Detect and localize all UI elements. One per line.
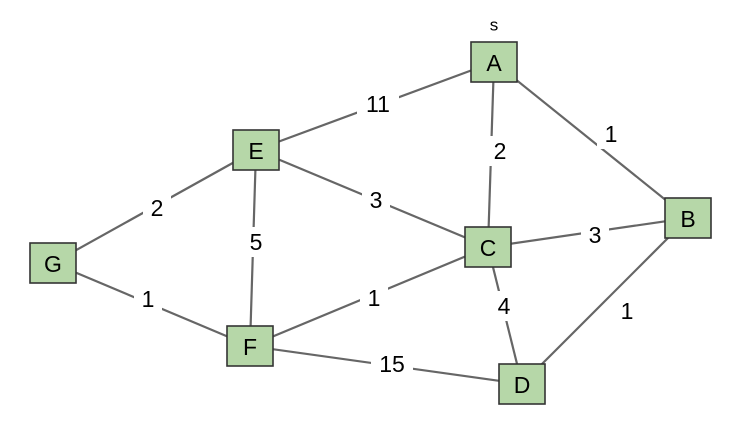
node-label-e: E xyxy=(248,138,263,164)
node-box-g xyxy=(29,242,77,284)
edge-label-gap xyxy=(490,291,518,321)
node-g: G xyxy=(29,242,77,284)
edge-weight-label-e-a: 11 xyxy=(366,91,390,117)
node-box-b xyxy=(664,197,712,239)
edge-weight-label-c-d: 4 xyxy=(498,293,511,319)
node-box-f xyxy=(226,325,274,367)
edge-label-gap xyxy=(362,185,390,215)
edge-label-gap xyxy=(613,296,641,326)
node-box-d xyxy=(498,363,546,405)
node-d: D xyxy=(498,363,546,405)
node-box-e xyxy=(232,129,280,171)
edge-label-gap xyxy=(486,136,514,166)
node-c: C xyxy=(464,226,512,268)
node-label-f: F xyxy=(243,334,257,360)
node-label-a: A xyxy=(486,50,502,76)
edge-a-b xyxy=(493,61,689,219)
node-label-d: D xyxy=(514,372,531,398)
node-a: A xyxy=(470,41,518,83)
edge-label-gap xyxy=(581,220,609,250)
node-label-b: B xyxy=(680,206,695,232)
edge-label-gap xyxy=(597,119,625,149)
edge-weight-label-d-b: 1 xyxy=(621,298,634,324)
node-e: E xyxy=(232,129,280,171)
edge-weight-label-a-b: 1 xyxy=(605,121,618,147)
edge-weight-label-g-f: 1 xyxy=(142,286,155,312)
edge-weight-label-g-e: 2 xyxy=(151,195,164,221)
node-label-g: G xyxy=(44,251,62,277)
edge-label-gap xyxy=(242,227,270,257)
edge-weight-label-a-c: 2 xyxy=(494,138,507,164)
node-b: B xyxy=(664,197,712,239)
edge-weight-label-c-b: 3 xyxy=(589,222,602,248)
edge-d-b xyxy=(521,217,689,385)
edge-label-gap xyxy=(143,193,171,223)
edge-weight-label-e-f: 5 xyxy=(250,229,263,255)
edge-weight-label-f-d: 15 xyxy=(379,351,405,377)
nodes-layer: A B C D E F G xyxy=(29,41,712,405)
edge-weight-label-f-c: 1 xyxy=(368,285,381,311)
edge-label-gap xyxy=(360,283,388,313)
node-box-c xyxy=(464,226,512,268)
node-box-a xyxy=(470,41,518,83)
edge-weight-label-e-c: 3 xyxy=(370,187,383,213)
source-marker-label: s xyxy=(490,16,499,35)
edge-label-gap xyxy=(134,284,162,314)
node-f: F xyxy=(226,325,274,367)
node-label-c: C xyxy=(480,235,497,261)
edge-label-gap xyxy=(371,349,413,379)
edge-label-gap xyxy=(357,89,399,119)
